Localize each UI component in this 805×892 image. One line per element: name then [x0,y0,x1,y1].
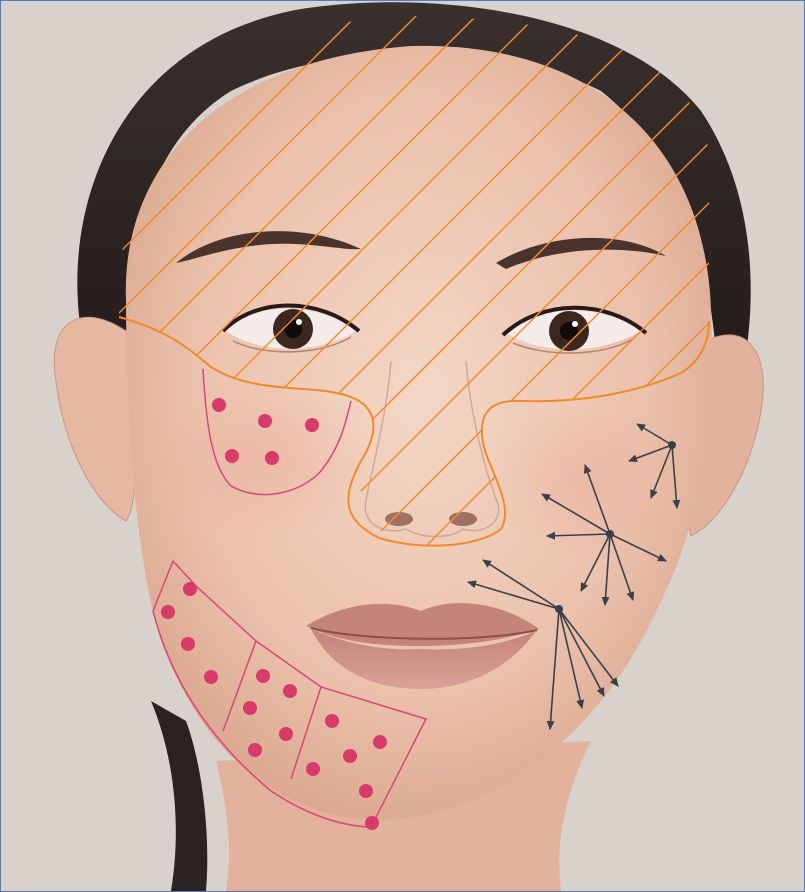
injection-dot [283,684,297,698]
injection-dot [225,449,239,463]
injection-dot [161,605,175,619]
injection-dot [306,762,320,776]
injection-dot [181,637,195,651]
injection-dot [359,784,373,798]
injection-dot [212,398,226,412]
injection-dot [248,743,262,757]
left-cheek-blush [151,381,371,541]
injection-dot [373,735,387,749]
injection-dot [204,670,218,684]
injection-dot [325,714,339,728]
injection-dot [343,749,357,763]
injection-dot [183,582,197,596]
injection-dot [305,418,319,432]
injection-dot [365,816,379,830]
injection-dot [265,451,279,465]
injection-dot [243,701,257,715]
injection-dot [279,727,293,741]
injection-dot [256,669,270,683]
injection-dot [258,414,272,428]
